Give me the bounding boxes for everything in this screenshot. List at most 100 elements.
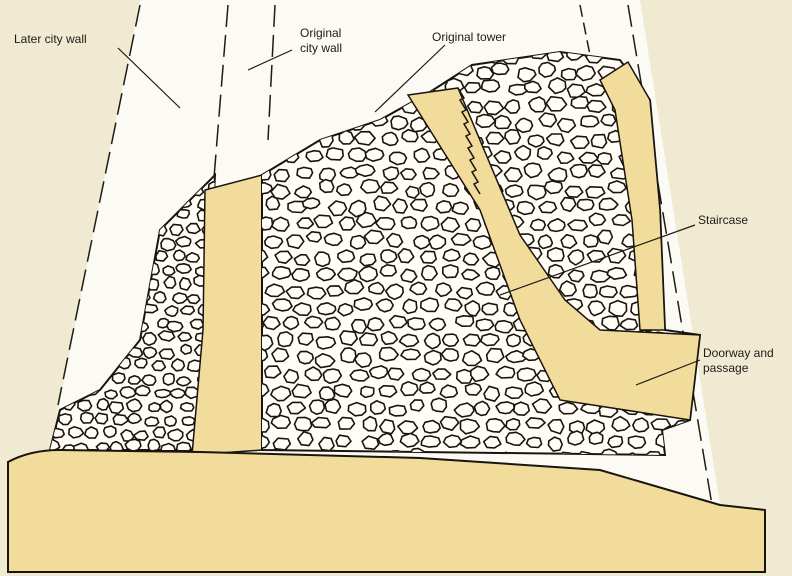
tower-stone: [496, 402, 514, 414]
left-wall-stone: [44, 209, 59, 219]
tower-stone: [320, 180, 334, 193]
left-wall-stone: [43, 278, 58, 289]
tower-stone: [327, 286, 343, 296]
left-wall-stone: [148, 439, 160, 451]
left-wall-stone: [135, 385, 150, 395]
tower-stone: [306, 151, 323, 162]
left-wall-stone: [155, 390, 171, 398]
tower-stone: [411, 200, 428, 212]
left-wall-stone: [52, 320, 66, 332]
left-wall-stone: [45, 238, 57, 250]
tower-stone: [443, 265, 458, 278]
tower-stone: [473, 236, 491, 249]
tower-stone: [549, 437, 563, 451]
tower-stone: [408, 318, 425, 330]
tower-stone: [505, 387, 522, 398]
left-wall-stone: [34, 388, 49, 398]
tower-stone: [538, 147, 553, 159]
left-wall-stone: [69, 181, 82, 192]
tower-stone: [568, 431, 584, 445]
tower-stone: [381, 250, 397, 263]
left-wall-stone: [156, 251, 168, 262]
left-wall-stone: [143, 333, 156, 346]
tower-stone: [481, 334, 499, 346]
tower-stone: [382, 132, 398, 145]
tower-stone: [402, 130, 418, 142]
tower-stone: [682, 233, 697, 245]
tower-stone: [325, 399, 341, 413]
tower-stone: [672, 184, 690, 198]
left-wall-stone: [37, 290, 52, 301]
left-wall-stone: [177, 210, 189, 218]
tower-stone: [466, 383, 482, 395]
left-wall-stone: [92, 170, 106, 179]
tower-stone: [578, 199, 594, 210]
tower-stone: [609, 301, 627, 317]
left-wall-stone: [165, 416, 177, 426]
left-wall-stone: [104, 426, 116, 438]
left-wall-stone: [49, 226, 64, 235]
left-wall-stone: [181, 344, 191, 354]
tower-stone: [608, 436, 623, 447]
left-wall-stone: [53, 251, 65, 259]
tower-stone: [465, 83, 481, 93]
left-wall-stone: [43, 403, 57, 414]
tower-stone: [548, 248, 564, 261]
tower-stone: [666, 68, 684, 80]
tower-stone: [495, 321, 513, 333]
tower-stone: [371, 401, 386, 414]
tower-stone: [274, 170, 289, 182]
tower-stone: [468, 102, 483, 113]
tower-stone: [474, 401, 489, 415]
tower-stone: [517, 368, 536, 381]
left-wall-stone: [68, 251, 82, 261]
left-wall-stone: [97, 399, 108, 410]
tower-stone: [380, 265, 396, 276]
tower-stone: [325, 317, 340, 330]
tower-stone: [466, 219, 481, 232]
left-wall-stone: [61, 199, 77, 208]
tower-stone: [581, 116, 599, 127]
tower-stone: [272, 348, 289, 361]
left-wall-stone: [167, 322, 183, 332]
label-staircase: Staircase: [698, 213, 748, 228]
tower-stone: [350, 370, 369, 381]
tower-stone: [391, 116, 408, 130]
tower-stone: [420, 382, 435, 393]
tower-stone: [310, 400, 325, 414]
tower-stone: [570, 165, 587, 178]
tower-stone: [589, 213, 605, 225]
tower-stone: [584, 235, 598, 247]
left-wall-stone: [105, 390, 117, 399]
left-wall-stone: [79, 211, 93, 221]
tower-stone: [571, 97, 588, 109]
label-original-tower: Original tower: [432, 30, 506, 45]
left-wall-stone: [35, 253, 49, 262]
left-wall-stone: [36, 361, 52, 369]
tower-stone: [401, 382, 418, 396]
tower-stone: [356, 165, 375, 177]
left-wall-stone: [45, 199, 59, 210]
left-wall-stone: [187, 295, 200, 304]
tower-stone: [401, 217, 416, 229]
tower-stone: [292, 269, 309, 282]
tower-stone: [562, 69, 577, 80]
left-wall-stone: [35, 186, 50, 195]
tower-stone: [354, 298, 372, 310]
left-wall-stone: [44, 345, 56, 356]
tower-stone: [314, 215, 333, 227]
tower-stone: [620, 286, 638, 298]
label-doorway-and-passage: Doorway and passage: [703, 346, 774, 376]
tower-stone: [656, 49, 672, 62]
left-wall-stone: [168, 429, 183, 441]
tower-stone: [381, 332, 397, 345]
left-wall-stone: [83, 184, 96, 192]
left-wall-stone: [78, 198, 91, 208]
tower-stone: [568, 220, 587, 231]
left-wall-stone: [174, 250, 186, 261]
tower-stone: [670, 132, 689, 144]
tower-stone: [317, 303, 336, 315]
left-wall-stone: [129, 376, 141, 384]
tower-stone: [368, 318, 384, 331]
tower-stone: [390, 152, 407, 164]
